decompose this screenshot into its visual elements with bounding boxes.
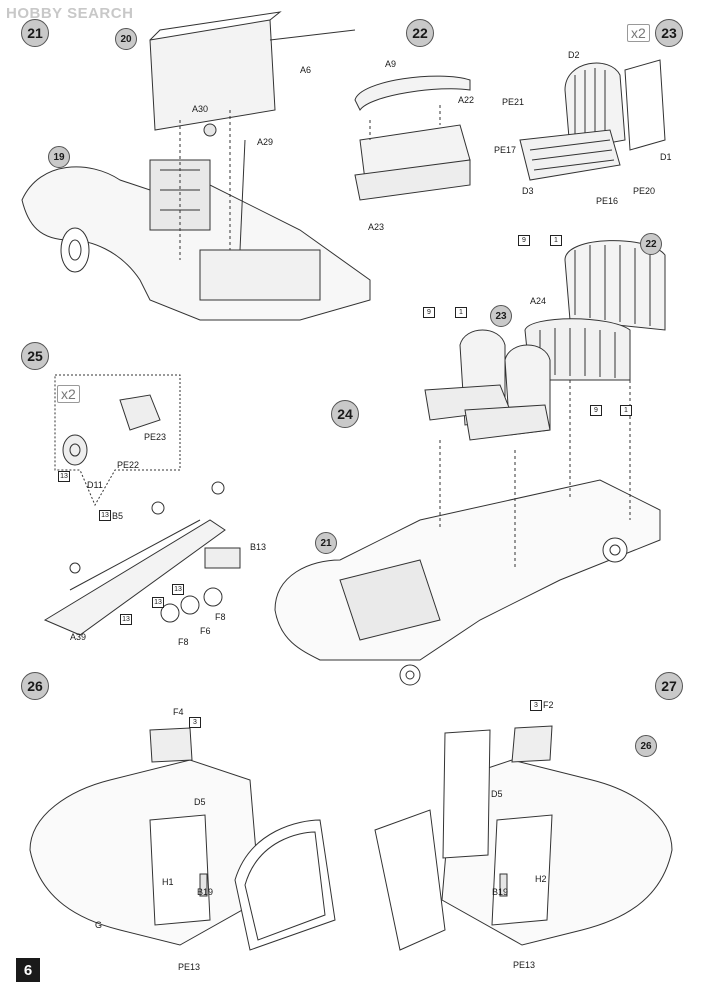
part-label: D1: [660, 152, 672, 162]
ref-20: 20: [115, 28, 137, 50]
paint-code: 13: [172, 584, 184, 595]
part-label: F6: [200, 626, 211, 636]
ref-21: 21: [315, 532, 337, 554]
part-label: PE13: [513, 960, 536, 970]
step-21: 21: [21, 19, 49, 47]
part-label: B13: [250, 542, 267, 552]
part-label: D5: [194, 797, 206, 807]
step-23: 23: [655, 19, 683, 47]
ref-19: 19: [48, 146, 70, 168]
paint-code: 9: [590, 405, 602, 416]
part-label: G: [95, 920, 103, 930]
part-label: A23: [368, 222, 385, 232]
paint-code: 1: [550, 235, 562, 246]
part-label: F2: [543, 700, 554, 710]
paint-code: 9: [518, 235, 530, 246]
paint-code: 1: [455, 307, 467, 318]
part-label: A6: [300, 65, 312, 75]
part-label: A29: [257, 137, 274, 147]
part-label: B5: [112, 511, 124, 521]
part-label: F8: [215, 612, 226, 622]
multiplier-x2: x2: [627, 24, 650, 42]
part-label: PE13: [178, 962, 201, 972]
ref-26: 26: [635, 735, 657, 757]
ref-23: 23: [490, 305, 512, 327]
paint-code: 13: [120, 614, 132, 625]
part-label: PE16: [596, 196, 619, 206]
ref-22: 22: [640, 233, 662, 255]
paint-code: 3: [189, 717, 201, 728]
step-24: 24: [331, 400, 359, 428]
part-label: A30: [192, 104, 209, 114]
step-26: 26: [21, 672, 49, 700]
watermark-logo: HOBBY SEARCH: [6, 4, 134, 22]
part-label: A39: [70, 632, 87, 642]
step-22: 22: [406, 19, 434, 47]
part-label: F4: [173, 707, 184, 717]
part-label: F8: [178, 637, 189, 647]
part-label: D2: [568, 50, 580, 60]
paint-code: 13: [99, 510, 111, 521]
paint-code: 3: [530, 700, 542, 711]
paint-code: 13: [152, 597, 164, 608]
multiplier-x2: x2: [57, 385, 80, 403]
part-label: PE22: [117, 460, 140, 470]
page-number: 6: [16, 958, 40, 982]
step-27: 27: [655, 672, 683, 700]
part-label: A22: [458, 95, 475, 105]
part-label: PE23: [144, 432, 167, 442]
part-label: B19: [197, 887, 214, 897]
part-label: D3: [522, 186, 534, 196]
part-label: A9: [385, 59, 397, 69]
part-label: D5: [491, 789, 503, 799]
paint-code: 1: [620, 405, 632, 416]
watermark: HOBBY SEARCH: [6, 4, 133, 22]
part-label: H2: [535, 874, 547, 884]
part-label: D11: [87, 480, 103, 490]
paint-code: 13: [58, 471, 70, 482]
step-25: 25: [21, 342, 49, 370]
part-label: PE17: [494, 145, 517, 155]
part-label: PE21: [502, 97, 525, 107]
part-label: B19: [492, 887, 509, 897]
part-label: H1: [162, 877, 174, 887]
part-label: A24: [530, 296, 547, 306]
part-label: PE20: [633, 186, 656, 196]
paint-code: 9: [423, 307, 435, 318]
